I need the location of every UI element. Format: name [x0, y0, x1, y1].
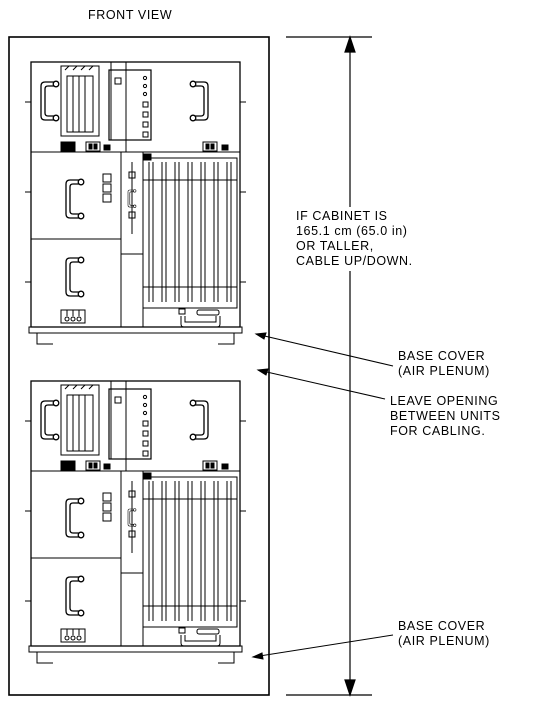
- base-cover-lower-line-1: BASE COVER: [398, 619, 486, 633]
- base-cover-upper-line-2: (AIR PLENUM): [398, 364, 490, 378]
- lower-unit: [24, 380, 247, 664]
- base-cover-lower-line-2: (AIR PLENUM): [398, 634, 490, 648]
- height-dimension: [286, 35, 372, 697]
- opening-note-line-3: FOR CABLING.: [390, 424, 486, 438]
- diagram-title: FRONT VIEW: [88, 8, 173, 22]
- base-cover-lower-label: BASE COVER (AIR PLENUM): [398, 619, 490, 649]
- height-note: IF CABINET IS 165.1 cm (65.0 in) OR TALL…: [296, 207, 413, 271]
- height-note-line-4: CABLE UP/DOWN.: [296, 254, 413, 268]
- height-note-line-2: 165.1 cm (65.0 in): [296, 224, 408, 238]
- upper-unit: [24, 61, 247, 345]
- base-cover-upper-label: BASE COVER (AIR PLENUM): [398, 349, 490, 379]
- base-cover-upper-line-1: BASE COVER: [398, 349, 486, 363]
- leader-arrows: [251, 332, 394, 660]
- opening-note-line-2: BETWEEN UNITS: [390, 409, 501, 423]
- opening-note-line-1: LEAVE OPENING: [390, 394, 499, 408]
- height-note-line-3: OR TALLER,: [296, 239, 374, 253]
- cabinet-frame: [8, 36, 270, 696]
- opening-note-label: LEAVE OPENING BETWEEN UNITS FOR CABLING.: [390, 394, 501, 439]
- height-note-line-1: IF CABINET IS: [296, 209, 388, 223]
